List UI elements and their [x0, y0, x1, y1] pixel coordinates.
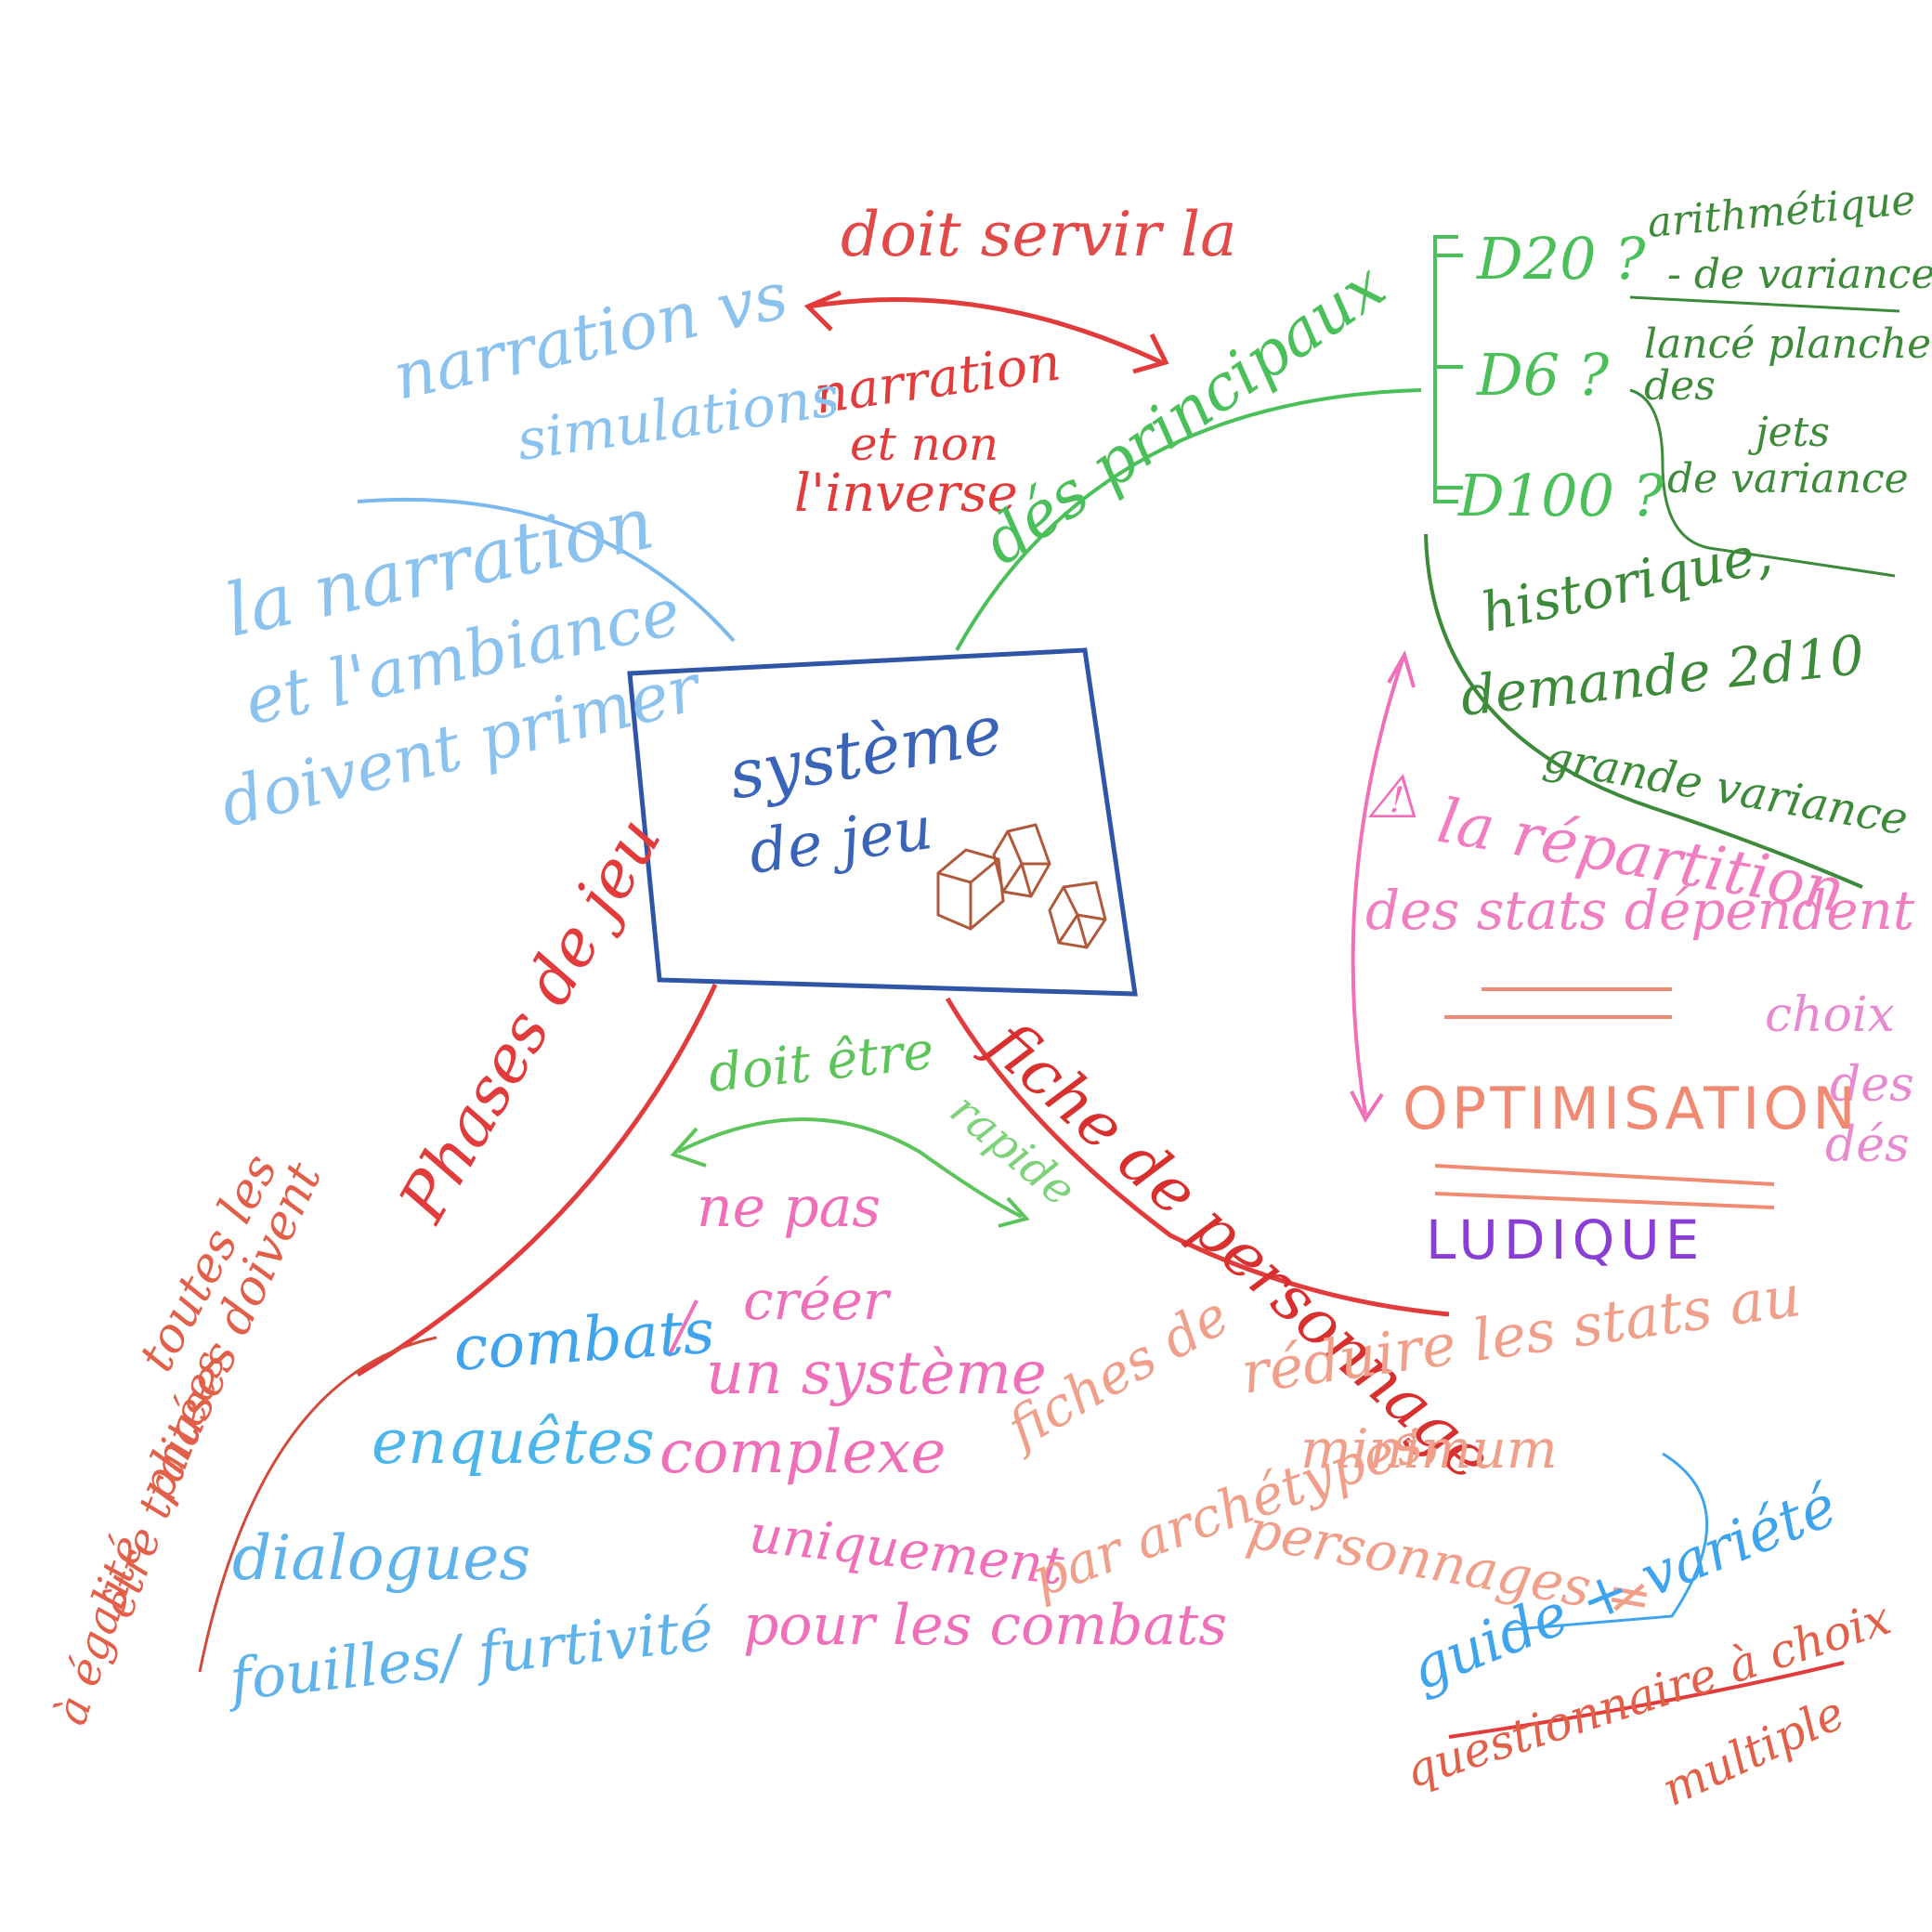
fiche-line-2: minimum [1300, 1417, 1558, 1481]
phases-item-combats: combats [451, 1296, 717, 1385]
simple-line-6: pour les combats [743, 1593, 1227, 1658]
dice-item-d20: D20 ? [1476, 225, 1646, 293]
center-box [627, 647, 1138, 997]
stats-line-4: des [1830, 1057, 1914, 1113]
dice-bracket [1433, 235, 1458, 503]
optimisation-underline-2 [1434, 1192, 1775, 1209]
simple-line-5: uniquement [747, 1504, 1067, 1597]
d100-sweep [1424, 533, 1863, 889]
fiche-branch [945, 997, 1450, 1317]
optimisation-underline-1 [1434, 1164, 1775, 1186]
questionnaire-underline [1448, 1661, 1845, 1739]
stats-line-3: choix [1765, 987, 1895, 1043]
phases-item-dialogues: dialogues [232, 1522, 530, 1594]
note-separator-1 [1629, 295, 1900, 313]
top-sub-line-2: et non [850, 417, 999, 471]
speed-arrowhead-left [670, 1127, 707, 1168]
optimisation-label: OPTIMISATION [1403, 1075, 1860, 1142]
top-red-arrowhead-right [1132, 333, 1169, 374]
stats-line-2: des stats dépendent du [1365, 879, 1932, 942]
center-title-line1: système [723, 689, 1008, 814]
stats-line-5: dés [1825, 1117, 1910, 1173]
phases-brace [198, 1336, 437, 1673]
note-d6-2: des [1644, 362, 1716, 410]
phases-branch [356, 983, 718, 1377]
guide-bracket [1504, 1452, 1709, 1632]
phases-item-fouilles: fouilles/ furtivité [223, 1596, 716, 1715]
note-d100-2: demande 2d10 [1457, 623, 1867, 728]
dice-item-d6: D6 ? [1476, 341, 1610, 409]
phases-item-enquetes: enquêtes [372, 1406, 655, 1478]
phases-branch-label: Phases de jeu [384, 804, 676, 1235]
speed-arrow [677, 1117, 1023, 1219]
note-d100-1: historique, [1476, 521, 1778, 645]
narration-branch [357, 497, 736, 643]
note-separator-2 [1629, 388, 1896, 578]
top-red-arrowhead-left [803, 290, 842, 332]
simple-line-1: ne pas [697, 1175, 881, 1240]
speed-arrowhead-right [998, 1196, 1030, 1228]
note-d20-1: arithmétique [1646, 176, 1918, 247]
top-arrow-label: doit servir la [841, 199, 1236, 270]
phases-left-4: à égalité [45, 1530, 154, 1731]
stats-warning-icon: ⚠ [1365, 764, 1418, 832]
pink-arrowhead-top [1387, 649, 1416, 688]
top-sub-line-3: l'inverse [794, 463, 1018, 524]
pink-arrowhead-bottom [1350, 1090, 1384, 1123]
simple-line-2: créer [743, 1269, 892, 1332]
note-d6-3: jets [1747, 409, 1830, 456]
pink-double-arrow [1351, 659, 1404, 1116]
note-d6-4: de variance [1667, 455, 1909, 503]
ludique-label: LUDIQUE [1426, 1208, 1704, 1272]
dice-branch-label: dés principaux [970, 249, 1398, 580]
simple-line-4: complexe [659, 1418, 946, 1487]
dice-icon [936, 823, 1107, 949]
top-sub-line-1: narration [811, 332, 1064, 425]
center-title-line2: de jeu [745, 794, 936, 888]
dice-branch [955, 388, 1422, 651]
dice-item-d100: D100 ? [1457, 462, 1664, 529]
speed-arrow-label: doit être [706, 1021, 937, 1104]
note-d6-1: lancé plancher [1644, 320, 1932, 368]
center-node: système de jeu [627, 647, 1138, 997]
pink-slash [667, 1299, 698, 1357]
note-d20-2: - de variance [1667, 251, 1932, 298]
top-red-arrow [807, 297, 1163, 365]
simple-line-3: un système [706, 1339, 1047, 1408]
